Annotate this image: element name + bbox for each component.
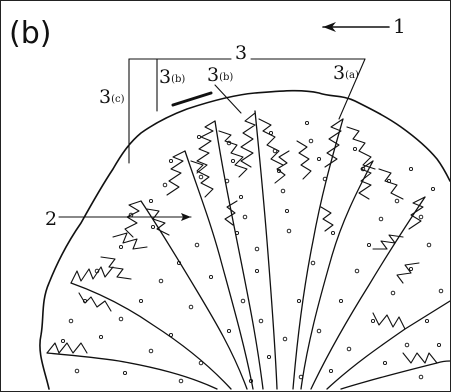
- callout-3a: 3(a): [333, 62, 359, 84]
- callout-side-branch: 2: [45, 208, 57, 230]
- callout-3c: 3(c): [99, 86, 125, 108]
- dendrite-arms: [47, 113, 437, 363]
- dendrite-trunks: [47, 111, 450, 389]
- panel-label: (b): [9, 16, 51, 51]
- callout-3b-right: 3(b): [207, 64, 233, 86]
- callout-3b-left: 3(b): [159, 66, 185, 88]
- callout-main-growth: 3: [235, 42, 247, 64]
- grain-outline: [40, 91, 450, 389]
- direction-arrow: [323, 22, 389, 32]
- callout-direction: 1: [393, 14, 406, 38]
